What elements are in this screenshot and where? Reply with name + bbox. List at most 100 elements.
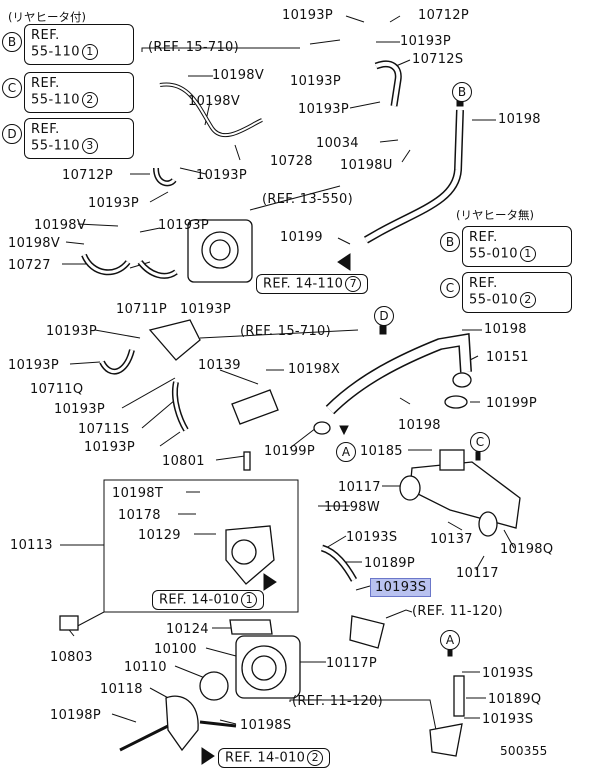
ref-13-550[interactable]: (REF. 13-550) [262,192,353,207]
part-label[interactable]: 10151 [486,350,529,365]
ref-box-line1: REF. [31,76,60,91]
part-label[interactable]: 10803 [50,650,93,665]
ref-num-circle: 1 [82,44,99,60]
part-label[interactable]: 10113 [10,538,53,553]
ref-15-710-top[interactable]: (REF. 15-710) [148,40,239,55]
ref-num-circle: 1 [520,246,537,262]
part-label[interactable]: 10189Q [488,692,542,707]
part-label[interactable]: 10711S [78,422,130,437]
ref-box-line1: REF. [469,230,498,245]
part-label[interactable]: 10193P [54,402,105,417]
ref-num-circle: 2 [82,92,99,108]
part-label[interactable]: 10711Q [30,382,84,397]
part-label[interactable]: 10711P [116,302,167,317]
circle-letter-d-mid: D [374,306,394,326]
part-label[interactable]: 10129 [138,528,181,543]
part-label[interactable]: 10124 [166,622,209,637]
circle-letter-c-right: C [440,278,460,298]
part-label[interactable]: 10178 [118,508,161,523]
part-label[interactable]: 10193S [482,666,534,681]
part-label[interactable]: 10198V [188,94,241,109]
part-label[interactable]: 10728 [270,154,313,169]
part-label[interactable]: 10193S [346,530,398,545]
part-label[interactable]: 10198V [8,236,61,251]
part-label[interactable]: 10727 [8,258,51,273]
part-label[interactable]: 10137 [430,532,473,547]
part-label[interactable]: 10117P [326,656,377,671]
part-label[interactable]: 10193P [84,440,135,455]
circle-letter-c: C [2,78,22,98]
part-label[interactable]: 10198V [34,218,87,233]
ref-box-line2: 55-110 [31,44,81,60]
part-label[interactable]: 10198T [112,486,164,501]
part-label[interactable]: 10193P [8,358,59,373]
part-label[interactable]: 10117 [338,480,381,495]
part-label[interactable]: 10193P [196,168,247,183]
part-label[interactable]: 10193P [180,302,231,317]
part-label[interactable]: 10193P [282,8,333,23]
ref-14-010-b-text: REF. 14-010 [225,750,306,766]
ref-box-line1: REF. [31,28,60,43]
part-label[interactable]: 10198W [324,500,381,515]
part-label[interactable]: 10198 [484,322,527,337]
circle-letter-d: D [2,124,22,144]
part-label[interactable]: 10198 [498,112,541,127]
part-label[interactable]: 10117 [456,566,499,581]
part-label[interactable]: 10198X [288,362,341,377]
ref-11-120-b[interactable]: (REF. 11-120) [292,694,383,709]
ref-box-line2: 55-110 [31,138,81,154]
part-label[interactable]: 10185 [360,444,403,459]
part-label[interactable]: 10100 [154,642,197,657]
part-label[interactable]: 10193P [158,218,209,233]
ref-num-circle: 3 [82,138,99,154]
ref-11-120-a[interactable]: (REF. 11-120) [412,604,503,619]
part-label[interactable]: 10193P [88,196,139,211]
part-label[interactable]: 10199P [264,444,315,459]
part-label[interactable]: 10139 [198,358,241,373]
without-rear-heater-note: (リヤヒータ無) [456,208,534,222]
part-label[interactable]: 10199 [280,230,323,245]
part-label[interactable]: 10712P [62,168,113,183]
part-label[interactable]: 10198P [50,708,101,723]
ref-box-line2: 55-110 [31,92,81,108]
part-label[interactable]: 10712S [412,52,464,67]
ref-box-line2: 55-010 [469,246,519,262]
part-label[interactable]: 10118 [100,682,143,697]
part-label[interactable]: 10198U [340,158,393,173]
ref-15-710-mid[interactable]: (REF. 15-710) [240,324,331,339]
part-label[interactable]: 10801 [162,454,205,469]
part-label[interactable]: 10193P [400,34,451,49]
circle-letter-b: B [2,32,22,52]
part-label[interactable]: 10034 [316,136,359,151]
ref-num-circle: 7 [345,276,362,292]
circle-letter-b-top: B [452,82,472,102]
ref-box-line1: REF. [469,276,498,291]
part-label[interactable]: 10199P [486,396,537,411]
part-label[interactable]: 10189P [364,556,415,571]
part-label[interactable]: 10193S [482,712,534,727]
part-label[interactable]: 10712P [418,8,469,23]
highlighted-part-label[interactable]: 10193S [370,578,432,597]
with-rear-heater-note: (リヤヒータ付) [8,10,86,24]
part-label[interactable]: 10198Q [500,542,554,557]
part-label[interactable]: 10198 [398,418,441,433]
part-label[interactable]: 10193P [46,324,97,339]
part-label[interactable]: 10110 [124,660,167,675]
ref-box-line2: 55-010 [469,292,519,308]
part-label[interactable]: 10193P [298,102,349,117]
part-label[interactable]: 10198S [240,718,292,733]
part-label[interactable]: 10198V [212,68,265,83]
ref-num-circle: 2 [307,750,324,766]
circle-letter-a-mid: A [336,442,356,462]
figure-number: 500355 [500,744,548,758]
part-label[interactable]: 10193P [290,74,341,89]
